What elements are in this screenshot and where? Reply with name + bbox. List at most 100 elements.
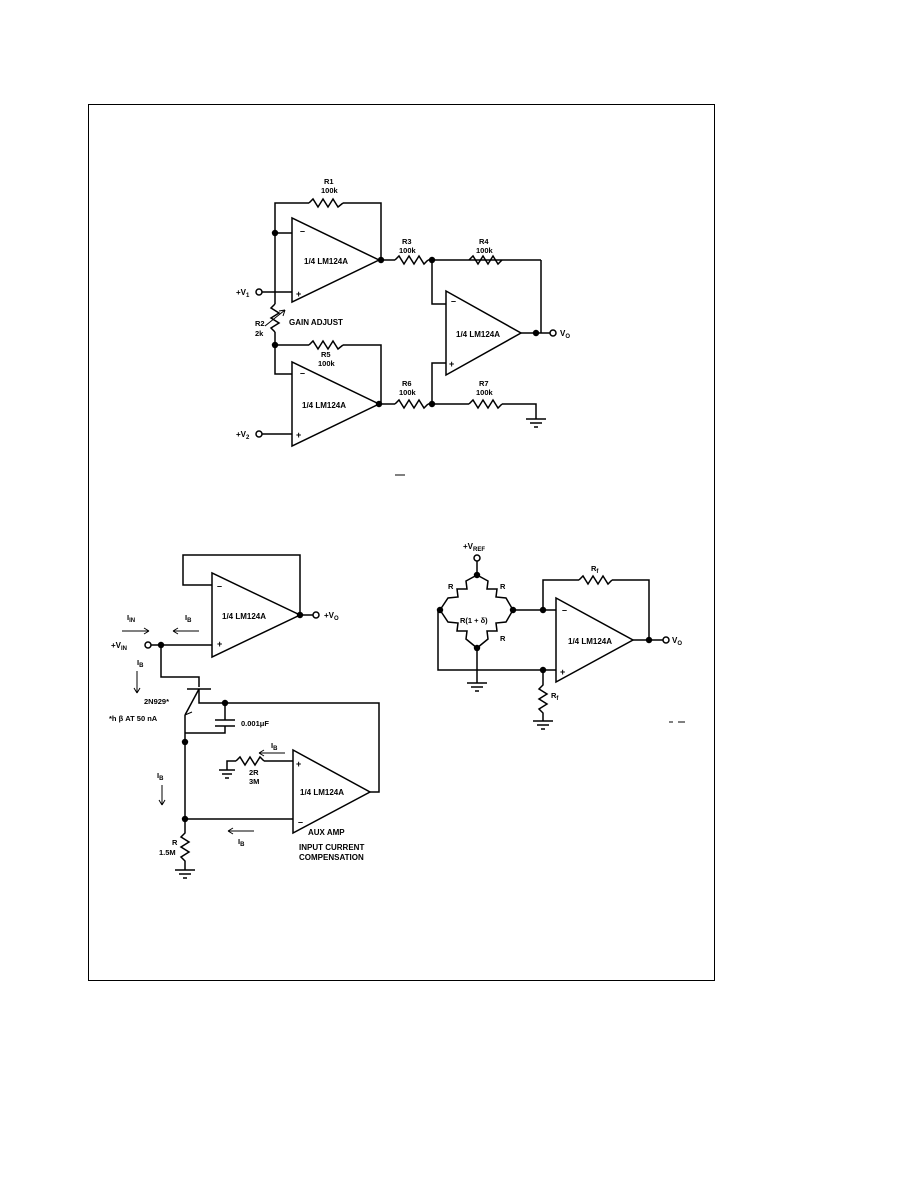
ground-symbol-r bbox=[175, 869, 195, 879]
resistor-rf-ground bbox=[537, 670, 549, 721]
resistor-r4 bbox=[468, 254, 503, 266]
schematic-frame: – + 1/4 LM124A – + 1/4 LM124A – + 1/4 LM… bbox=[88, 104, 715, 981]
terminal-bridge-vo bbox=[662, 636, 670, 644]
bridge-circuit: +VREF R R R R(1 + δ) – + 1/4 LM124A bbox=[436, 542, 685, 730]
terminal-vo bbox=[549, 329, 557, 337]
opamp-a2: – + 1/4 LM124A bbox=[291, 360, 381, 448]
opamp-follower: – + 1/4 LM124A bbox=[211, 571, 302, 659]
transistor-2n929 bbox=[184, 688, 380, 793]
rf-label-feedback: Rf bbox=[591, 564, 599, 575]
gain-adjust-label: GAIN ADJUST bbox=[289, 318, 343, 327]
ib-label-5: IB bbox=[238, 837, 245, 848]
ib-label-4: IB bbox=[271, 741, 278, 752]
resistor-2r bbox=[235, 755, 265, 767]
opamp-aux-label: 1/4 LM124A bbox=[300, 788, 344, 797]
opamp-a2-label: 1/4 LM124A bbox=[302, 401, 346, 410]
vin-label: +VIN bbox=[111, 641, 127, 652]
r3-value: 100k bbox=[399, 246, 417, 255]
r2r-name: 2R bbox=[249, 768, 259, 777]
terminal-v1 bbox=[255, 288, 263, 296]
bridge-r-label-br: R bbox=[500, 634, 506, 643]
capacitor-label: 0.001μF bbox=[241, 719, 269, 728]
r3-name: R3 bbox=[402, 237, 412, 246]
r6-value: 100k bbox=[399, 388, 417, 397]
resistor-r6 bbox=[394, 398, 429, 410]
svg-text:–: – bbox=[300, 368, 305, 378]
r1-value: 100k bbox=[321, 186, 339, 195]
bridge-r-top-left bbox=[439, 574, 478, 611]
follower-vo-label: +VO bbox=[324, 611, 339, 622]
v2-label: +V2 bbox=[236, 430, 250, 441]
ground-symbol bbox=[526, 418, 546, 428]
ib-arrow-4 bbox=[258, 749, 285, 757]
opamp-a3: – + 1/4 LM124A bbox=[445, 289, 523, 377]
bridge-vo-label: VO bbox=[672, 636, 682, 647]
instrumentation-amplifier: – + 1/4 LM124A – + 1/4 LM124A – + 1/4 LM… bbox=[236, 177, 570, 476]
terminal-follower-vo bbox=[312, 611, 320, 619]
resistor-r1 bbox=[308, 197, 344, 209]
r-value: 1.5M bbox=[159, 848, 176, 857]
resistor-r5 bbox=[308, 339, 344, 351]
svg-text:–: – bbox=[451, 296, 456, 306]
terminal-v2 bbox=[255, 430, 263, 438]
r2r-value: 3M bbox=[249, 777, 259, 786]
footnote: *h β AT 50 nA bbox=[109, 714, 158, 723]
bridge-r-top-right bbox=[476, 574, 514, 611]
aux-amp-label: AUX AMP bbox=[308, 828, 345, 837]
iin-arrow bbox=[122, 627, 150, 635]
opamp-aux: + – 1/4 LM124A bbox=[292, 748, 372, 835]
ib-arrow-2 bbox=[133, 671, 141, 694]
bridge-r-bottom-left bbox=[439, 609, 478, 649]
r6-name: R6 bbox=[402, 379, 412, 388]
opamp-a1: – + 1/4 LM124A bbox=[291, 216, 381, 304]
vref-label: +VREF bbox=[463, 542, 485, 553]
resistor-r7 bbox=[468, 398, 503, 410]
r1-name: R1 bbox=[324, 177, 334, 186]
follower-circuit: – + 1/4 LM124A +VO +VIN IIN IB IB bbox=[109, 554, 380, 879]
r2-value: 2k bbox=[255, 329, 264, 338]
ib-label-1: IB bbox=[185, 613, 192, 624]
ground-symbol-bridge bbox=[467, 682, 487, 692]
svg-text:–: – bbox=[217, 581, 222, 591]
r-name: R bbox=[172, 838, 178, 847]
compensation-line2: COMPENSATION bbox=[299, 853, 364, 862]
ib-label-3: IB bbox=[157, 771, 164, 782]
terminal-vin bbox=[144, 641, 152, 649]
r5-name: R5 bbox=[321, 350, 331, 359]
rf-label-ground: Rf bbox=[551, 691, 559, 702]
ib-arrow-1 bbox=[172, 627, 199, 635]
bridge-r-label-tr: R bbox=[500, 582, 506, 591]
ground-symbol-2r bbox=[219, 769, 235, 779]
resistor-r bbox=[179, 819, 191, 870]
ib-arrow-3 bbox=[158, 785, 166, 806]
svg-text:–: – bbox=[298, 817, 303, 827]
ground-symbol-rf bbox=[533, 720, 553, 730]
r7-value: 100k bbox=[476, 388, 494, 397]
ib-arrow-5 bbox=[227, 827, 254, 835]
r7-name: R7 bbox=[479, 379, 489, 388]
transistor-label: 2N929* bbox=[144, 697, 169, 706]
opamp-bridge: – + 1/4 LM124A bbox=[555, 596, 635, 684]
ib-label-2: IB bbox=[137, 658, 144, 669]
iin-label: IIN bbox=[127, 613, 135, 624]
terminal-vref bbox=[473, 554, 481, 562]
svg-text:+: + bbox=[296, 759, 301, 769]
capacitor bbox=[185, 703, 235, 734]
svg-text:+: + bbox=[560, 667, 565, 677]
r2-name: R2 bbox=[255, 319, 265, 328]
vo-label: VO bbox=[560, 329, 570, 340]
svg-text:+: + bbox=[296, 430, 301, 440]
bridge-r-delta-label: R(1 + δ) bbox=[460, 616, 488, 625]
opamp-a1-label: 1/4 LM124A bbox=[304, 257, 348, 266]
opamp-bridge-label: 1/4 LM124A bbox=[568, 637, 612, 646]
svg-text:+: + bbox=[296, 289, 301, 299]
bridge-r-label-tl: R bbox=[448, 582, 454, 591]
schematic-diagrams: – + 1/4 LM124A – + 1/4 LM124A – + 1/4 LM… bbox=[109, 177, 685, 879]
svg-text:+: + bbox=[217, 639, 222, 649]
opamp-a3-label: 1/4 LM124A bbox=[456, 330, 500, 339]
compensation-line1: INPUT CURRENT bbox=[299, 843, 364, 852]
svg-text:–: – bbox=[300, 226, 305, 236]
r4-value: 100k bbox=[476, 246, 494, 255]
r4-name: R4 bbox=[479, 237, 489, 246]
svg-text:–: – bbox=[562, 605, 567, 615]
